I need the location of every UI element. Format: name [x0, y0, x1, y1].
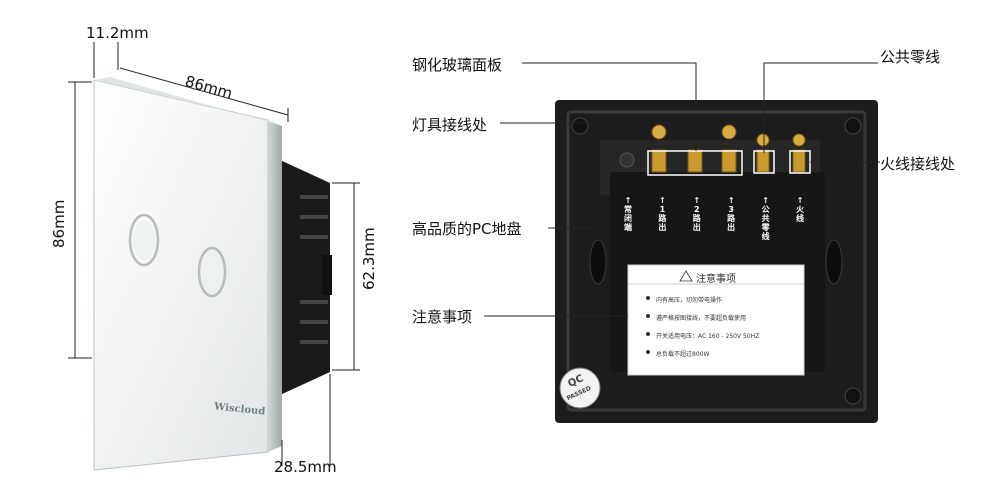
- callout-notice: 注意事项: [412, 308, 473, 326]
- callout-lamp-terminal: 灯具接线处: [412, 116, 488, 134]
- notice-item-1: 内有高压，切勿带电操作: [656, 297, 723, 304]
- notice-paper: [627, 264, 805, 376]
- callout-lines: [484, 62, 880, 317]
- notice-item-4: 总负载不超过800W: [656, 351, 710, 358]
- callout-tempered-glass: 钢化玻璃面板: [412, 56, 503, 74]
- terminal-label-out1: ↑1 路 出: [658, 196, 667, 232]
- glass-panel: [93, 77, 282, 471]
- terminal-label-out2: ↑2 路 出: [692, 196, 701, 232]
- notice-item-2: 遵严格按图接线，不要超负载使用: [656, 315, 747, 322]
- terminal-screws: [619, 124, 806, 173]
- callout-neutral-line: 公共零线: [880, 48, 941, 66]
- callout-pc-base: 高品质的PC地盘: [412, 220, 522, 238]
- callout-live-terminal: 火线接线处: [880, 155, 956, 173]
- dim-height: 86mm: [50, 199, 68, 248]
- terminal-label-out3: ↑3 路 出: [727, 196, 736, 232]
- notice-paper-title: 注意事项: [696, 274, 736, 285]
- dimension-lines: [68, 42, 360, 466]
- dim-body-height: 62.3mm: [360, 227, 378, 290]
- terminal-label-live: ↑火 线: [795, 196, 804, 223]
- notice-item-3: 开关适用电压：AC 160 - 250V 50HZ: [656, 333, 760, 340]
- touch-button-2: [197, 246, 227, 298]
- touch-button-1: [128, 213, 160, 267]
- dim-depth-front: 11.2mm: [86, 24, 149, 42]
- terminal-label-nc: ↑常 闭 端: [624, 196, 632, 232]
- terminal-label-row: ↑常 闭 端 ↑1 路 出 ↑2 路 出 ↑3 路 出 ↑公 共 零 线 ↑火 …: [624, 196, 804, 241]
- terminal-label-neutral: ↑公 共 零 线: [761, 196, 770, 241]
- qc-stamp: [559, 367, 601, 409]
- dim-body-depth: 28.5mm: [274, 458, 337, 476]
